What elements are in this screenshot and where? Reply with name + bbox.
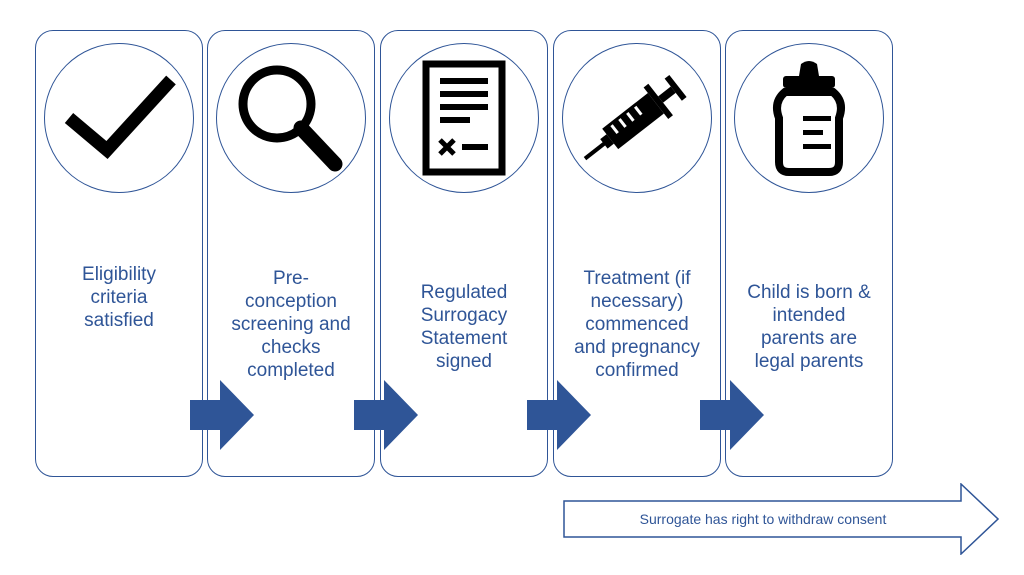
consent-arrow-label: Surrogate has right to withdraw consent [639,511,887,527]
consent-arrow [563,483,999,555]
step-icon-circle [216,43,366,193]
step-label: Eligibility criteria satisfied [82,264,156,331]
baby-bottle-icon [773,61,845,176]
step-label: Treatment (if necessary) commenced and p… [574,268,700,381]
step-icon-circle [734,43,884,193]
step-label: Regulated Surrogacy Statement signed [420,282,508,372]
step-icon-circle [562,43,712,193]
signed-document-icon [422,60,506,176]
step-icon-circle [44,43,194,193]
magnifying-glass-icon [238,65,343,172]
step-birth: Child is born & intended parents are leg… [725,30,893,477]
step-eligibility: Eligibility criteria satisfied [35,30,203,477]
arrow-right-icon [527,380,591,450]
checkmark-icon [64,75,176,159]
arrow-right-icon [190,380,254,450]
arrow-right-icon [354,380,418,450]
arrow-right-icon [700,380,764,450]
step-label: Pre- conception screening and checks com… [231,268,351,381]
step-icon-circle [389,43,539,193]
step-statement: Regulated Surrogacy Statement signed [380,30,548,477]
syringe-icon [583,74,687,161]
step-label: Child is born & intended parents are leg… [747,282,871,372]
step-treatment: Treatment (if necessary) commenced and p… [553,30,721,477]
